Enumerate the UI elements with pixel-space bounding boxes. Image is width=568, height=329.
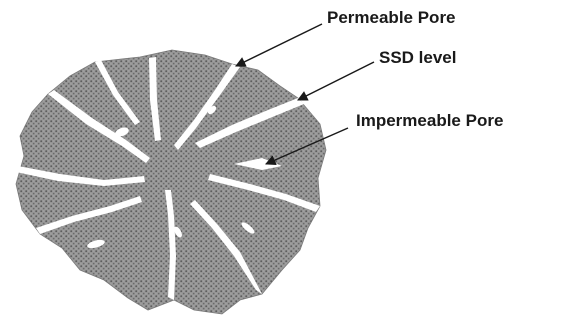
impermeable-pore-label: Impermeable Pore bbox=[356, 111, 503, 131]
ssd-level-arrow bbox=[298, 62, 374, 100]
ssd-level-label: SSD level bbox=[379, 48, 457, 68]
permeable-pore-label: Permeable Pore bbox=[327, 8, 456, 28]
permeable-pore-arrow bbox=[236, 24, 322, 66]
